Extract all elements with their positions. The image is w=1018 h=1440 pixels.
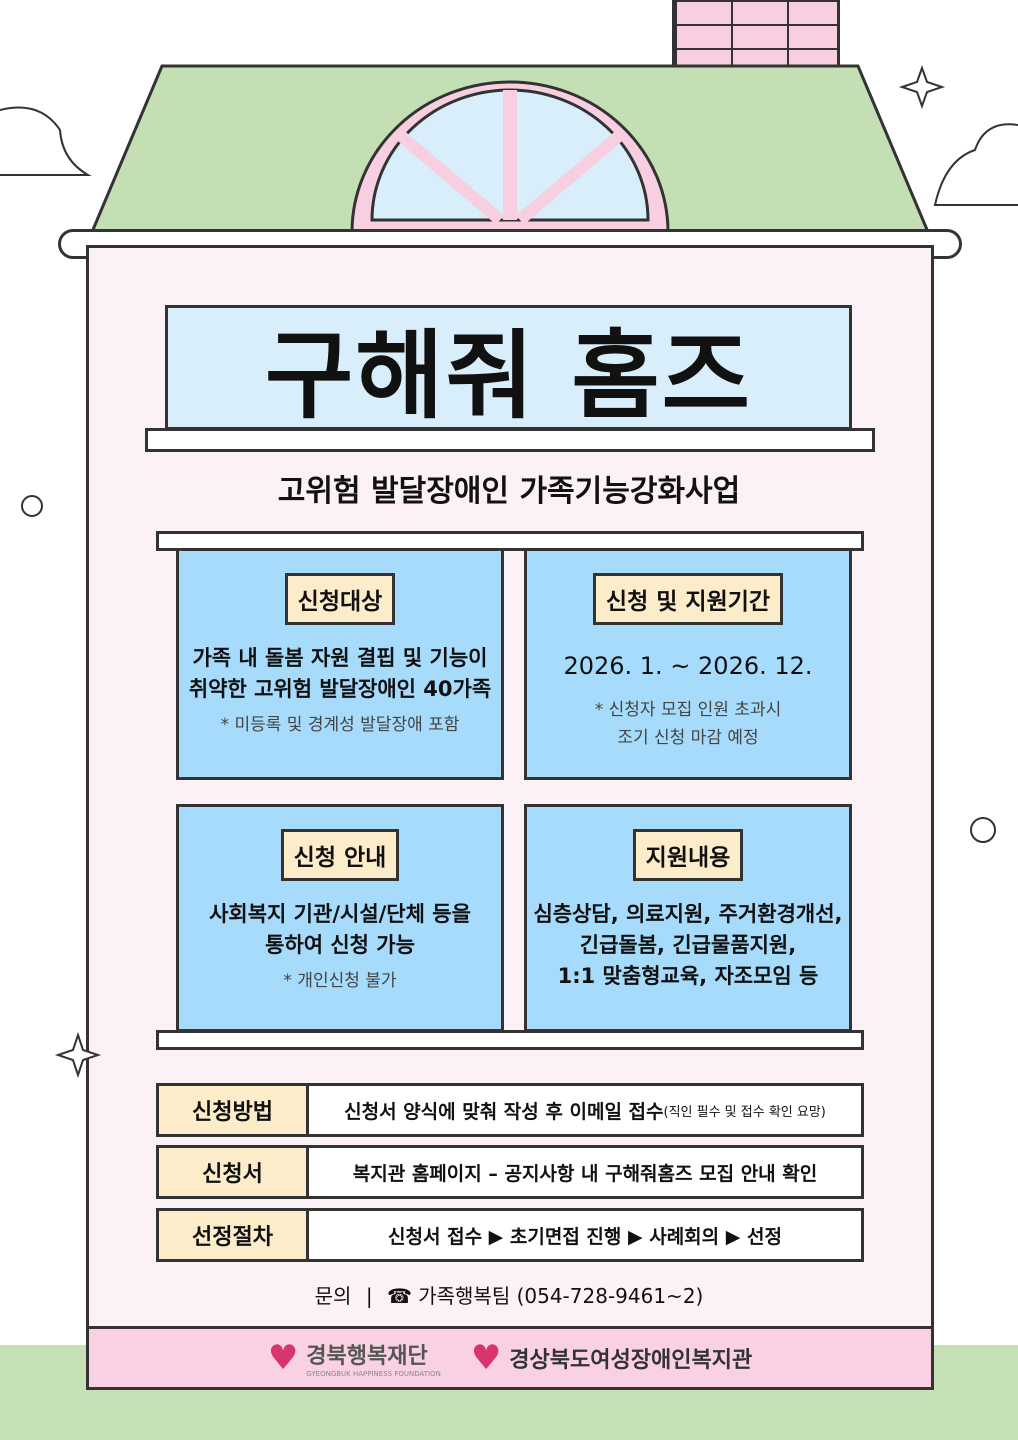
card-body-line: 심층상담, 의료지원, 주거환경개선, <box>533 902 843 926</box>
window-frame-top <box>156 531 864 551</box>
row-value-note: (직인 필수 및 접수 확인 요망) <box>663 1104 826 1120</box>
info-row-selection: 선정절차 신청서 접수 ▶ 초기면접 진행 ▶ 사례회의 ▶ 선정 <box>156 1208 864 1262</box>
info-row-form: 신청서 복지관 홈페이지 – 공지사항 내 구해줘홈즈 모집 안내 확인 <box>156 1145 864 1199</box>
card-body-line: 1:1 맞춤형교육, 자조모임 등 <box>557 964 819 988</box>
row-header: 신청방법 <box>159 1086 309 1134</box>
card-body-line: 사회복지 기관/시설/단체 등을 <box>209 902 471 926</box>
card-label: 지원내용 <box>632 829 744 881</box>
logo-subtitle: GYEONGBUK HAPPINESS FOUNDATION <box>306 1370 441 1378</box>
card-period: 신청 및 지원기간 2026. 1. ~ 2026. 12. * 신청자 모집 … <box>524 548 852 780</box>
heart-logo-icon: ♥ <box>470 1338 502 1378</box>
heart-logo-icon: ♥ <box>267 1338 299 1378</box>
card-body-line: 취약한 고위험 발달장애인 40가족 <box>188 677 492 701</box>
logo-name: 경북행복재단 <box>306 1344 428 1369</box>
contact-label: 문의 <box>314 1284 352 1308</box>
contact-info: 문의 | ☎ 가족행복팀 (054-728-9461~2) <box>0 1280 1018 1309</box>
card-label: 신청대상 <box>284 573 396 625</box>
phone-icon: ☎ <box>386 1284 412 1308</box>
card-body-line: 긴급돌봄, 긴급물품지원, <box>579 933 797 957</box>
row-value: 신청서 양식에 맞춰 작성 후 이메일 접수 <box>344 1100 664 1123</box>
row-value: 복지관 홈페이지 – 공지사항 내 구해줘홈즈 모집 안내 확인 <box>352 1162 818 1185</box>
separator: | <box>365 1284 373 1308</box>
logo-welfare-center: ♥ 경상북도여성장애인복지관 <box>471 1338 752 1378</box>
card-label: 신청 안내 <box>280 829 400 881</box>
row-header: 신청서 <box>159 1148 309 1196</box>
logo-name: 경상북도여성장애인복지관 <box>509 1348 753 1373</box>
info-row-method: 신청방법 신청서 양식에 맞춰 작성 후 이메일 접수(직인 필수 및 접수 확… <box>156 1083 864 1137</box>
row-value: 신청서 접수 ▶ 초기면접 진행 ▶ 사례회의 ▶ 선정 <box>388 1225 782 1248</box>
contact-phone: 가족행복팀 (054-728-9461~2) <box>418 1284 704 1308</box>
card-note: * 신청자 모집 인원 초과시 <box>594 700 782 720</box>
card-note: 조기 신청 마감 예정 <box>617 728 759 748</box>
card-note: * 개인신청 불가 <box>283 971 397 991</box>
title-window: 구해줘 홈즈 <box>165 305 852 432</box>
row-header: 선정절차 <box>159 1211 309 1259</box>
roof-illustration <box>0 64 1018 234</box>
subtitle: 고위험 발달장애인 가족기능강화사업 <box>277 474 741 509</box>
card-note: * 미등록 및 경계성 발달장애 포함 <box>220 715 460 735</box>
page-title: 구해줘 홈즈 <box>264 320 753 432</box>
card-body-line: 통하여 신청 가능 <box>265 933 415 957</box>
card-body-line: 가족 내 돌봄 자원 결핍 및 기능이 <box>192 646 488 670</box>
decorations <box>21 495 996 1079</box>
card-body-line: 2026. 1. ~ 2026. 12. <box>563 652 813 680</box>
chimney <box>672 0 840 72</box>
card-label: 신청 및 지원기간 <box>592 573 784 625</box>
window-frame-bottom <box>156 1030 864 1050</box>
card-support: 지원내용 심층상담, 의료지원, 주거환경개선, 긴급돌봄, 긴급물품지원, 1:1… <box>524 804 852 1032</box>
window-sill <box>145 428 875 452</box>
